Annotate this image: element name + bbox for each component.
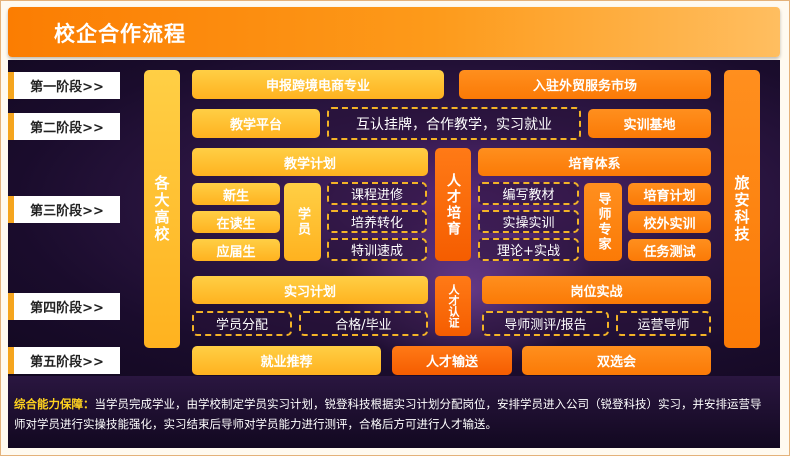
talent-certification-box: 人才认证: [435, 276, 471, 336]
note-panel: [8, 376, 780, 448]
teaching-plan-box: 教学计划: [192, 148, 428, 176]
stage1-right-box: 入驻外贸服务市场: [459, 70, 711, 99]
talent-cultivation-box: 人才培育: [435, 148, 471, 261]
stage1-left-box: 申报跨境电商专业: [192, 70, 444, 99]
method-intensive-box: 特训速成: [327, 238, 427, 261]
stage-label-1: 第一阶段>>: [8, 72, 120, 99]
right-column-company: 旅安科技: [724, 70, 760, 348]
note-label: 综合能力保障：: [14, 397, 95, 411]
stage2-middle-box: 互认挂牌，合作教学，实习就业: [327, 107, 581, 140]
stage-label-4: 第四阶段>>: [8, 293, 120, 320]
stage-label-5: 第五阶段>>: [8, 347, 120, 374]
job-fair-box: 双选会: [522, 346, 711, 375]
job-practice-box: 岗位实战: [482, 276, 711, 304]
note-text: 综合能力保障：当学员完成学业，由学校制定学员实习计划，锐登科技根据实习计划分配岗…: [14, 394, 762, 434]
system-practice-box: 实操实训: [478, 210, 579, 233]
stage-label-2: 第二阶段>>: [8, 113, 120, 140]
system-theory-box: 理论+实战: [478, 238, 579, 261]
student-graduate-box: 应届生: [192, 239, 280, 261]
method-cultivate-box: 培养转化: [327, 210, 427, 233]
student-new-box: 新生: [192, 183, 280, 205]
employment-box: 就业推荐: [192, 346, 381, 375]
mentor-expert-box: 导师专家: [584, 183, 622, 261]
mentor-report-box: 导师测评/报告: [482, 311, 609, 336]
flow-panel: 第一阶段>> 第二阶段>> 第三阶段>> 第四阶段>> 第五阶段>> 各大高校 …: [8, 60, 780, 376]
intern-plan-box: 实习计划: [192, 276, 428, 304]
page-title: 校企合作流程: [54, 22, 186, 46]
stage2-right-box: 实训基地: [588, 109, 711, 138]
talent-delivery-box: 人才输送: [392, 346, 512, 375]
method-course-box: 课程进修: [327, 182, 427, 205]
stage2-left-box: 教学平台: [192, 109, 320, 138]
note-body: 当学员完成学业，由学校制定学员实习计划，锐登科技根据实习计划分配岗位，安排学员进…: [14, 397, 762, 431]
intern-graduate-box: 合格/毕业: [299, 311, 428, 336]
student-current-box: 在读生: [192, 211, 280, 233]
header-banner: 校企合作流程: [8, 7, 780, 57]
right-test-box: 任务测试: [628, 239, 711, 261]
training-system-box: 培育体系: [478, 148, 711, 176]
left-column-universities: 各大高校: [144, 70, 180, 348]
ops-mentor-box: 运营导师: [616, 311, 711, 336]
system-textbook-box: 编写教材: [478, 182, 579, 205]
right-plan-box: 培育计划: [628, 183, 711, 205]
stage-label-3: 第三阶段>>: [8, 196, 120, 223]
right-offcampus-box: 校外实训: [628, 211, 711, 233]
intern-assign-box: 学员分配: [192, 311, 292, 336]
students-label-box: 学员: [284, 183, 321, 261]
